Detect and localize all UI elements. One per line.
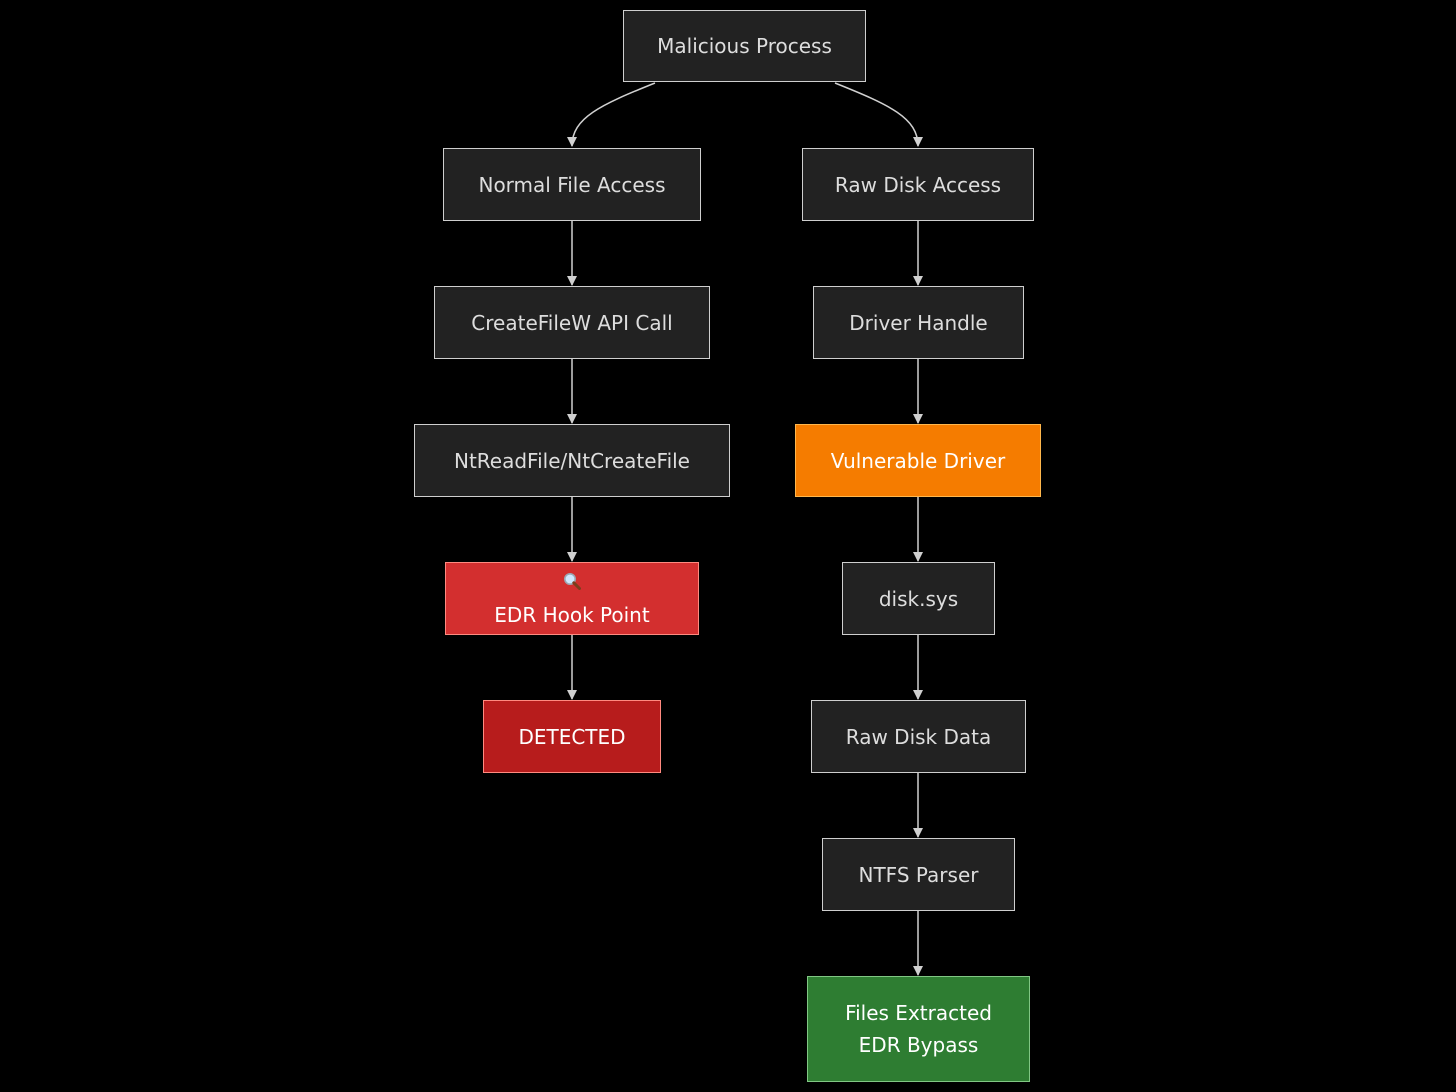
node-ntfs-parser-label: NTFS Parser — [858, 862, 979, 887]
node-ntfs-parser: NTFS Parser — [822, 838, 1015, 911]
node-raw-disk-data: Raw Disk Data — [811, 700, 1026, 773]
node-vulnerable-driver: Vulnerable Driver — [795, 424, 1041, 497]
edge-malicious-to-normal — [567, 82, 656, 147]
edge-malicious-to-raw — [834, 82, 923, 147]
node-vulnerable-driver-label: Vulnerable Driver — [830, 448, 1006, 473]
node-detected-label: DETECTED — [518, 724, 626, 749]
node-raw-disk-data-label: Raw Disk Data — [845, 724, 992, 749]
node-files-extracted-line1: Files Extracted — [845, 1001, 992, 1025]
node-files-extracted-line2: EDR Bypass — [858, 1033, 979, 1057]
node-createfilew-api-call: CreateFileW API Call — [434, 286, 710, 359]
node-malicious-process: Malicious Process — [623, 10, 866, 82]
node-ntreadfile-ntcreatefile: NtReadFile/NtCreateFile — [414, 424, 730, 497]
node-disk-sys: disk.sys — [842, 562, 995, 635]
node-edr-hook-point: EDR Hook Point — [445, 562, 699, 635]
node-detected: DETECTED — [483, 700, 661, 773]
node-driver-handle: Driver Handle — [813, 286, 1024, 359]
magnifying-glass-icon — [563, 567, 581, 590]
node-files-extracted: Files Extracted EDR Bypass — [807, 976, 1030, 1082]
node-raw-disk-access-label: Raw Disk Access — [834, 172, 1002, 197]
node-createfilew-label: CreateFileW API Call — [471, 310, 673, 335]
node-driver-handle-label: Driver Handle — [849, 310, 988, 335]
node-raw-disk-access: Raw Disk Access — [802, 148, 1034, 221]
node-normal-file-access: Normal File Access — [443, 148, 701, 221]
node-edr-hook-point-content: EDR Hook Point — [494, 567, 650, 631]
node-normal-file-access-label: Normal File Access — [478, 172, 666, 197]
node-disk-sys-label: disk.sys — [878, 586, 959, 611]
node-edr-hook-point-label: EDR Hook Point — [494, 602, 650, 627]
node-ntreadfile-label: NtReadFile/NtCreateFile — [454, 448, 690, 473]
node-malicious-process-label: Malicious Process — [657, 34, 832, 58]
